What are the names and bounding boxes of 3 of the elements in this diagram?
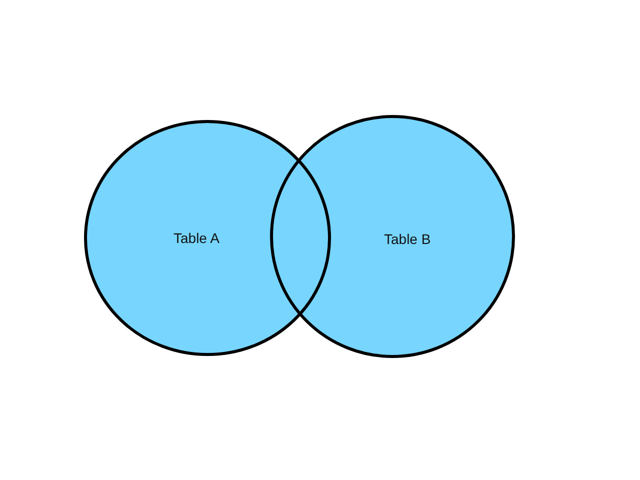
set-label: Table A xyxy=(174,230,220,246)
venn-circle xyxy=(270,115,515,358)
set-label: Table B xyxy=(384,230,431,246)
